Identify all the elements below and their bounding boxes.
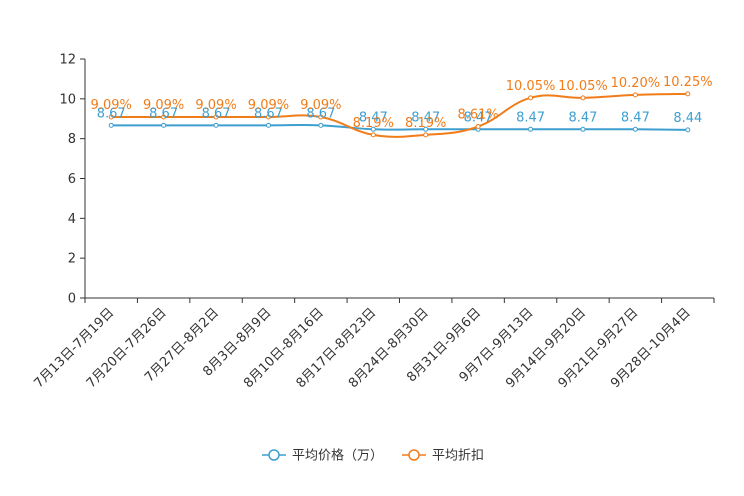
legend-marker xyxy=(268,449,280,461)
data-label: 8.44 xyxy=(673,111,702,126)
data-label: 8.47 xyxy=(464,110,493,125)
data-label: 8.47 xyxy=(411,110,440,125)
y-tick-label: 12 xyxy=(59,53,76,68)
data-label: 10.05% xyxy=(506,79,556,94)
data-label: 9.09% xyxy=(91,98,132,113)
data-label: 9.09% xyxy=(143,98,184,113)
data-point xyxy=(580,95,586,101)
data-point xyxy=(213,122,219,128)
data-label: 10.25% xyxy=(663,75,713,90)
data-point xyxy=(265,114,271,120)
data-point xyxy=(685,91,691,97)
data-point xyxy=(370,132,376,138)
data-point xyxy=(318,114,324,120)
data-label: 8.67 xyxy=(149,106,178,121)
data-label: 8.19% xyxy=(353,116,394,131)
data-point xyxy=(318,122,324,128)
data-point xyxy=(580,126,586,132)
data-label: 8.19% xyxy=(405,116,446,131)
data-label: 10.20% xyxy=(611,76,661,91)
y-tick-label: 8 xyxy=(68,132,76,147)
data-point xyxy=(475,124,481,130)
series-layer xyxy=(108,91,691,138)
data-point xyxy=(685,127,691,133)
data-point xyxy=(632,126,638,132)
data-label: 8.67 xyxy=(306,106,335,121)
series-line-0 xyxy=(111,123,688,131)
axes: 0246810127月13日-7月19日7月20日-7月26日7月27日-8月2… xyxy=(31,53,715,391)
data-label: 8.67 xyxy=(97,106,126,121)
data-point xyxy=(161,122,167,128)
data-point xyxy=(265,122,271,128)
data-label: 9.09% xyxy=(195,98,236,113)
y-tick-label: 10 xyxy=(59,92,76,107)
data-label: 8.47 xyxy=(516,110,545,125)
data-point xyxy=(370,126,376,132)
data-label: 8.47 xyxy=(359,110,388,125)
legend[interactable]: 平均价格（万） 平均折扣 xyxy=(262,448,484,464)
data-labels: 8.67 8.67 8.67 8.67 8.67 8.47 8.47 8.47 8.47 8.47… xyxy=(91,75,713,131)
legend-item-0[interactable]: 平均价格（万） xyxy=(262,448,383,464)
data-label: 8.47 xyxy=(568,110,597,125)
data-label: 8.67 xyxy=(254,106,283,121)
data-label: 8.47 xyxy=(621,110,650,125)
series-line-1 xyxy=(111,92,688,138)
data-point xyxy=(528,126,534,132)
data-point xyxy=(423,132,429,138)
data-label: 9.09% xyxy=(248,98,289,113)
legend-label: 平均折扣 xyxy=(432,449,484,464)
y-tick-label: 6 xyxy=(68,172,76,187)
data-label: 9.09% xyxy=(300,98,341,113)
data-point xyxy=(108,122,114,128)
data-point xyxy=(213,114,219,120)
legend-marker xyxy=(408,449,420,461)
data-point xyxy=(161,114,167,120)
data-label: 10.05% xyxy=(558,79,608,94)
data-point xyxy=(423,126,429,132)
data-label: 8.61% xyxy=(457,108,498,123)
legend-item-1[interactable]: 平均折扣 xyxy=(402,449,484,464)
data-point xyxy=(528,95,534,101)
data-point xyxy=(108,114,114,120)
y-tick-label: 2 xyxy=(68,252,76,267)
y-tick-label: 4 xyxy=(68,212,76,227)
y-tick-label: 0 xyxy=(68,292,76,307)
data-label: 8.67 xyxy=(202,106,231,121)
legend-label: 平均价格（万） xyxy=(292,448,383,464)
data-point xyxy=(632,92,638,98)
